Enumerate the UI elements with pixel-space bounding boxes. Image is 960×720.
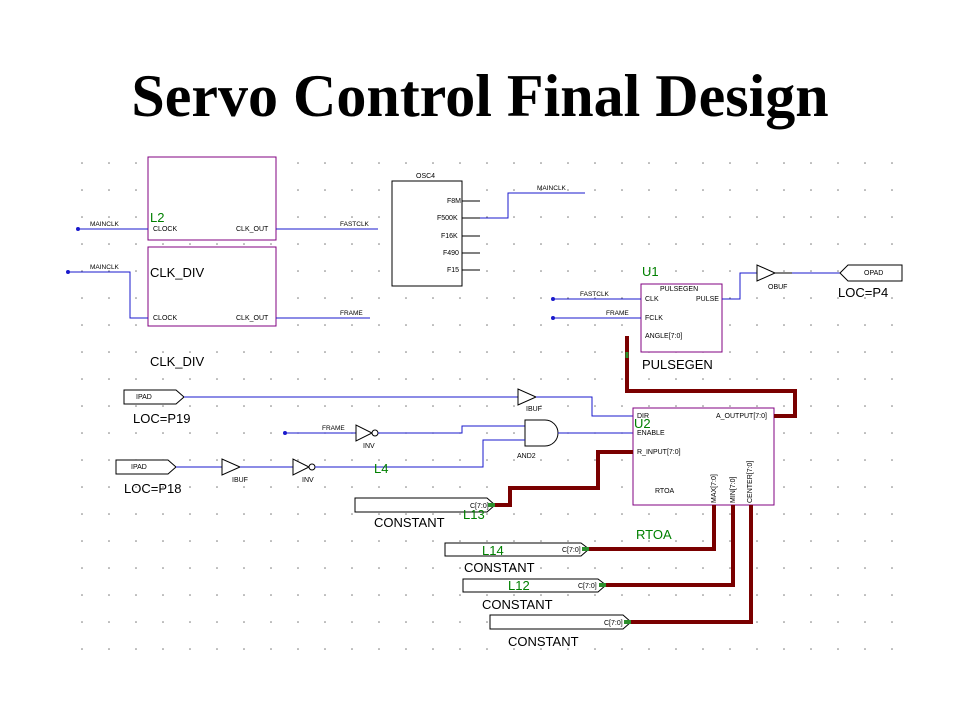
ipad-p18-label: IPAD: [131, 464, 147, 471]
clk-div-1: L2 CLOCK CLK_OUT MAINCLK FASTCLK: [76, 156, 378, 241]
rtoa-instance: U2: [634, 416, 651, 431]
net-mainclk-1: MAINCLK: [90, 221, 120, 228]
clk-div-2-type: CLK_DIV: [150, 265, 205, 280]
constant-4-type: CONSTANT: [508, 634, 579, 649]
rtoa-pin-rinput: R_INPUT[7:0]: [637, 449, 681, 456]
inv-1: FRAME INV: [283, 424, 525, 450]
constant-4-pin: C[7:0]: [604, 620, 623, 627]
ipad-p19-loc: LOC=P19: [133, 411, 190, 426]
constant-l13-instance: L13: [463, 507, 485, 522]
pulsegen-instance: U1: [642, 264, 659, 279]
clk-div-2-type-bottom: CLK_DIV: [150, 354, 205, 369]
opad-loc: LOC=P4: [838, 285, 888, 300]
osc4-pin-f15: F15: [447, 267, 459, 274]
constant-l12-instance: L12: [508, 578, 530, 593]
ibuf-2: IBUF: [221, 458, 293, 484]
clk-div-1-pin-clock: CLOCK: [153, 226, 177, 233]
constant-l14-instance: L14: [482, 543, 504, 558]
osc4-pin-f490: F490: [443, 250, 459, 257]
obuf: OBUF: [756, 264, 792, 291]
obuf-label: OBUF: [768, 284, 787, 291]
ipad-p18-loc: LOC=P18: [124, 481, 181, 496]
net-frame-inv: FRAME: [322, 425, 345, 432]
page-title: Servo Control Final Design: [131, 63, 829, 129]
net-l4: L4: [374, 461, 388, 476]
clk-div-2-pin-clock: CLOCK: [153, 315, 177, 322]
constant-l13-type: CONSTANT: [374, 515, 445, 530]
clk-div-1-instance: L2: [150, 210, 164, 225]
net-frame-out: FRAME: [340, 310, 363, 317]
clk-div-2: CLK_DIV CLOCK CLK_OUT CLK_DIV MAINCLK FR…: [66, 246, 370, 369]
osc4-pin-f16k: F16K: [441, 233, 458, 240]
pulsegen-header: PULSEGEN: [660, 286, 698, 293]
constant-l12-type: CONSTANT: [482, 597, 553, 612]
rtoa-pin-enable: ENABLE: [637, 430, 665, 437]
constant-l14-pin: C[7:0]: [562, 547, 581, 554]
constant-l13: C[7:0] L13 CONSTANT: [354, 497, 496, 530]
opad: OPAD LOC=P4: [792, 264, 903, 300]
osc4-type: OSC4: [416, 173, 435, 180]
clk-div-1-pin-clkout: CLK_OUT: [236, 226, 269, 233]
inv-2-label: INV: [302, 477, 314, 484]
constant-l14-type: CONSTANT: [464, 560, 535, 575]
constant-l13-pin: C[7:0]: [470, 503, 489, 510]
ipad-p19: IPAD LOC=P19: [123, 389, 518, 426]
bus-lines: [488, 336, 797, 624]
pulsegen-pin-fclk: FCLK: [645, 315, 663, 322]
opad-label: OPAD: [864, 270, 883, 277]
osc4: OSC4 F8M F500K F16K F490 F15 MAINCLK: [391, 173, 585, 287]
inv-1-label: INV: [363, 443, 375, 450]
rtoa-pin-center: CENTER[7:0]: [747, 461, 754, 503]
net-mainclk-osc: MAINCLK: [537, 185, 567, 192]
pulsegen: U1 PULSEGEN CLK PULSE FCLK ANGLE[7:0] PU…: [551, 264, 757, 372]
rtoa-pin-aoutput: A_OUTPUT[7:0]: [716, 413, 767, 420]
and2-label: AND2: [517, 453, 536, 460]
net-frame-in: FRAME: [606, 310, 629, 317]
rtoa-pin-dir: DIR: [637, 413, 649, 420]
osc4-pin-f8m: F8M: [447, 198, 461, 205]
constant-4: C[7:0] CONSTANT: [489, 614, 632, 649]
rtoa-type: RTOA: [655, 488, 675, 495]
rtoa-pin-min: MIN[7:0]: [730, 476, 737, 503]
inv-2: INV L4: [292, 439, 525, 484]
constant-l12-pin: C[7:0]: [578, 583, 597, 590]
and2-gate: AND2: [517, 419, 633, 460]
ibuf-1: IBUF: [517, 388, 633, 417]
osc4-pin-f500k: F500K: [437, 215, 458, 222]
ibuf-1-label: IBUF: [526, 406, 542, 413]
net-mainclk-2: MAINCLK: [90, 264, 120, 271]
ipad-p18: IPAD LOC=P18: [115, 459, 222, 496]
pulsegen-type: PULSEGEN: [642, 357, 713, 372]
pulsegen-pin-angle: ANGLE[7:0]: [645, 333, 682, 340]
pulsegen-pin-pulse: PULSE: [696, 296, 719, 303]
ipad-p19-label: IPAD: [136, 394, 152, 401]
pulsegen-pin-clk: CLK: [645, 296, 659, 303]
net-fastclk-in: FASTCLK: [580, 291, 610, 298]
constant-l12: C[7:0] L12 CONSTANT: [462, 578, 607, 612]
clk-div-2-pin-clkout: CLK_OUT: [236, 315, 269, 322]
ibuf-2-label: IBUF: [232, 477, 248, 484]
constant-l14: C[7:0] L14 CONSTANT: [444, 542, 590, 575]
rtoa-pin-max: MAX[7:0]: [711, 474, 718, 503]
rtoa: U2 DIR A_OUTPUT[7:0] ENABLE R_INPUT[7:0]…: [632, 407, 775, 542]
rtoa-type-bottom: RTOA: [636, 527, 672, 542]
net-fastclk-out: FASTCLK: [340, 221, 370, 228]
